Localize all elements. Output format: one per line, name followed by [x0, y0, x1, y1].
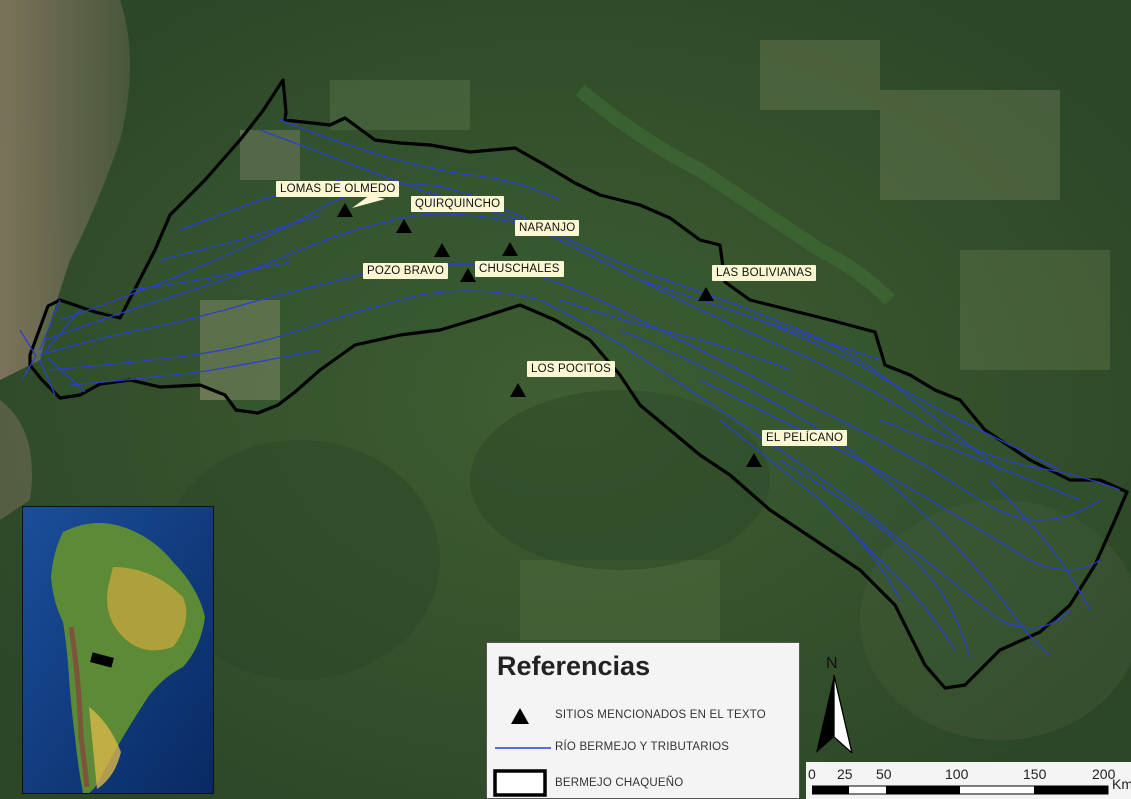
site-marker-chuschales [460, 268, 476, 282]
legend-item-basin: BERMEJO CHAQUEÑO [487, 767, 801, 797]
map-legend: Referencias SITIOS MENCIONADOS EN EL TEX… [486, 642, 800, 799]
site-label-las-bolivianas: LAS BOLIVIANAS [712, 265, 817, 281]
site-marker-las-bolivianas [698, 287, 714, 301]
legend-label-sites: SITIOS MENCIONADOS EN EL TEXTO [555, 709, 766, 721]
site-marker-naranjo [502, 242, 518, 256]
scale-tick-150: 150 [1023, 766, 1047, 782]
scale-tick-25: 25 [837, 766, 853, 782]
site-marker-quirquincho [396, 219, 412, 233]
scale-bar: 0 25 50 100 150 200 Km [806, 762, 1131, 799]
site-label-los-pocitos: LOS POCITOS [527, 361, 615, 377]
site-marker-pozo-bravo [434, 243, 450, 257]
scale-tick-0: 0 [808, 766, 816, 782]
site-marker-el-pelicano [746, 453, 762, 467]
site-markers [337, 203, 762, 467]
south-america-inset-map [22, 506, 214, 794]
scale-tick-200: 200 [1092, 766, 1116, 782]
legend-item-rivers: RÍO BERMEJO Y TRIBUTARIOS [487, 733, 801, 763]
scale-bar-graphic [812, 785, 1109, 795]
basin-boundary [28, 78, 1129, 690]
site-label-chuschales: CHUSCHALES [475, 261, 564, 277]
scale-tick-50: 50 [876, 766, 892, 782]
legend-label-rivers: RÍO BERMEJO Y TRIBUTARIOS [555, 741, 730, 753]
site-label-naranjo: NARANJO [515, 220, 580, 236]
legend-label-basin: BERMEJO CHAQUEÑO [555, 777, 684, 789]
site-label-pozo-bravo: POZO BRAVO [363, 263, 449, 279]
river-line-icon [495, 747, 551, 749]
site-marker-los-pocitos [510, 383, 526, 397]
site-marker-lomas-de-olmedo [337, 203, 353, 217]
scale-unit: Km [1112, 776, 1131, 792]
scale-tick-100: 100 [945, 766, 969, 782]
site-label-lomas-de-olmedo: LOMAS DE OLMEDO [276, 181, 400, 197]
site-label-el-pelicano: EL PELÍCANO [762, 430, 848, 446]
legend-item-sites: SITIOS MENCIONADOS EN EL TEXTO [487, 701, 801, 731]
legend-title: Referencias [497, 651, 651, 681]
boundary-box-icon [493, 769, 547, 797]
triangle-icon [511, 708, 529, 724]
north-arrow: N [812, 655, 856, 755]
study-area-marker [90, 652, 114, 668]
site-label-quirquincho: QUIRQUINCHO [411, 196, 505, 212]
north-arrow-icon [816, 675, 853, 753]
north-label: N [826, 655, 838, 672]
